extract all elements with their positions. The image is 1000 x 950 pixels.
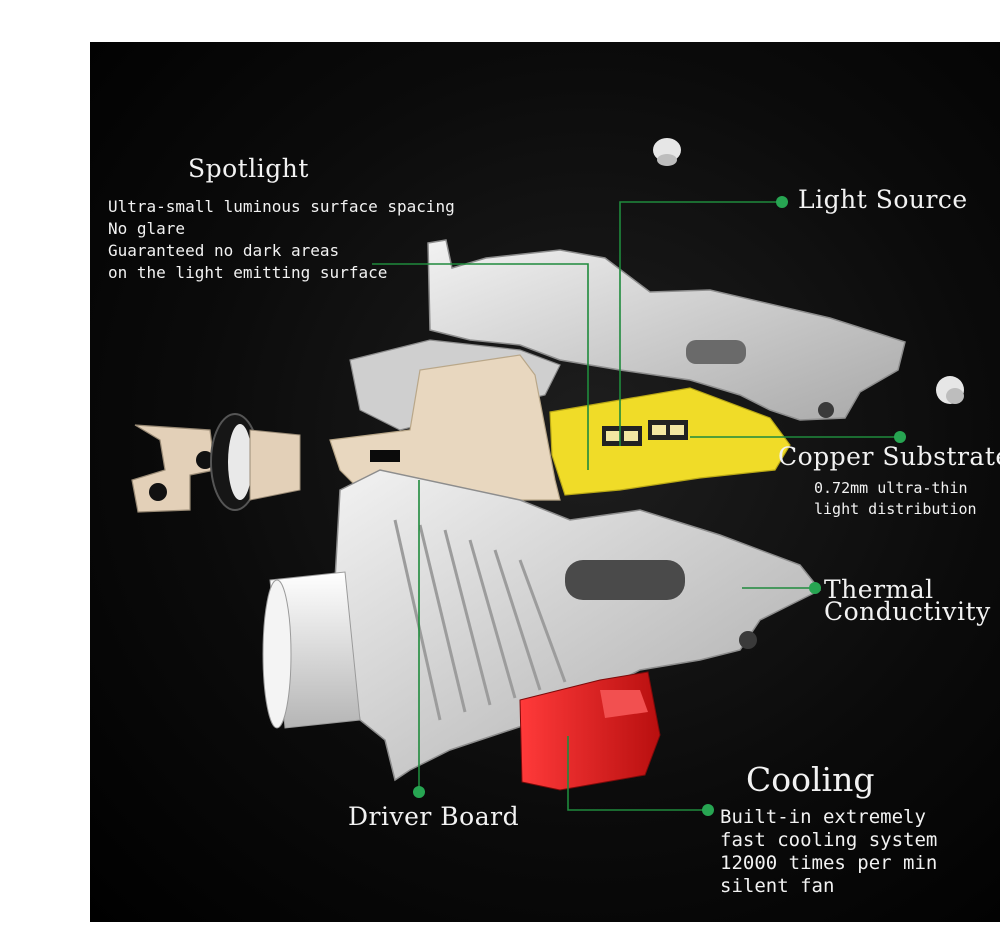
exploded-bulb-illustration — [131, 138, 964, 816]
fan-icon — [519, 671, 661, 791]
copper-substrate-line-2: light distribution — [814, 500, 977, 518]
spotlight-title: Spotlight — [188, 154, 309, 183]
spotlight-line-4: on the light emitting surface — [108, 263, 388, 282]
spotlight-line-1: Ultra-small luminous surface spacing — [108, 197, 455, 216]
housing-slot — [686, 340, 746, 364]
screw-icon — [653, 138, 681, 166]
light-source-title: Light Source — [798, 185, 968, 214]
cooling-line-2: fast cooling system — [720, 829, 938, 851]
bulb-connector — [131, 413, 301, 513]
diagram-panel: Spotlight Ultra-small luminous surface s… — [90, 42, 1000, 922]
cooling-line-1: Built-in extremely — [720, 806, 926, 828]
heatsink-housing — [334, 469, 822, 782]
mount-hole — [818, 402, 834, 418]
heatsink-window — [565, 560, 685, 600]
cooling-line-3: 12000 times per min — [720, 852, 938, 874]
leader-dot-cooling — [702, 804, 714, 816]
thermal-line-2: Conductivity — [824, 597, 991, 626]
board-notch — [370, 450, 400, 462]
screw-icon — [936, 376, 964, 404]
leader-dot-light-source — [776, 196, 788, 208]
led-chip-icon — [602, 420, 688, 446]
leader-dot-driver-board — [413, 786, 425, 798]
upper-housing — [427, 239, 906, 421]
mount-hole — [739, 631, 757, 649]
spotlight-line-3: Guaranteed no dark areas — [108, 241, 340, 260]
spotlight-line-2: No glare — [108, 219, 186, 238]
copper-substrate — [549, 387, 791, 496]
copper-substrate-line-1: 0.72mm ultra-thin — [814, 479, 968, 497]
leader-lines — [372, 201, 900, 811]
cooling-line-4: silent fan — [720, 875, 835, 897]
thermal-line-1: Thermal — [824, 575, 934, 604]
leader-dot-thermal — [809, 582, 821, 594]
driver-board-title: Driver Board — [348, 802, 520, 831]
green-dot-markers — [413, 196, 906, 816]
leader-dot-copper-substrate — [894, 431, 906, 443]
copper-substrate-title: Copper Substrate — [778, 442, 1000, 471]
cooling-fins — [393, 519, 567, 721]
cooling-title: Cooling — [746, 760, 875, 799]
